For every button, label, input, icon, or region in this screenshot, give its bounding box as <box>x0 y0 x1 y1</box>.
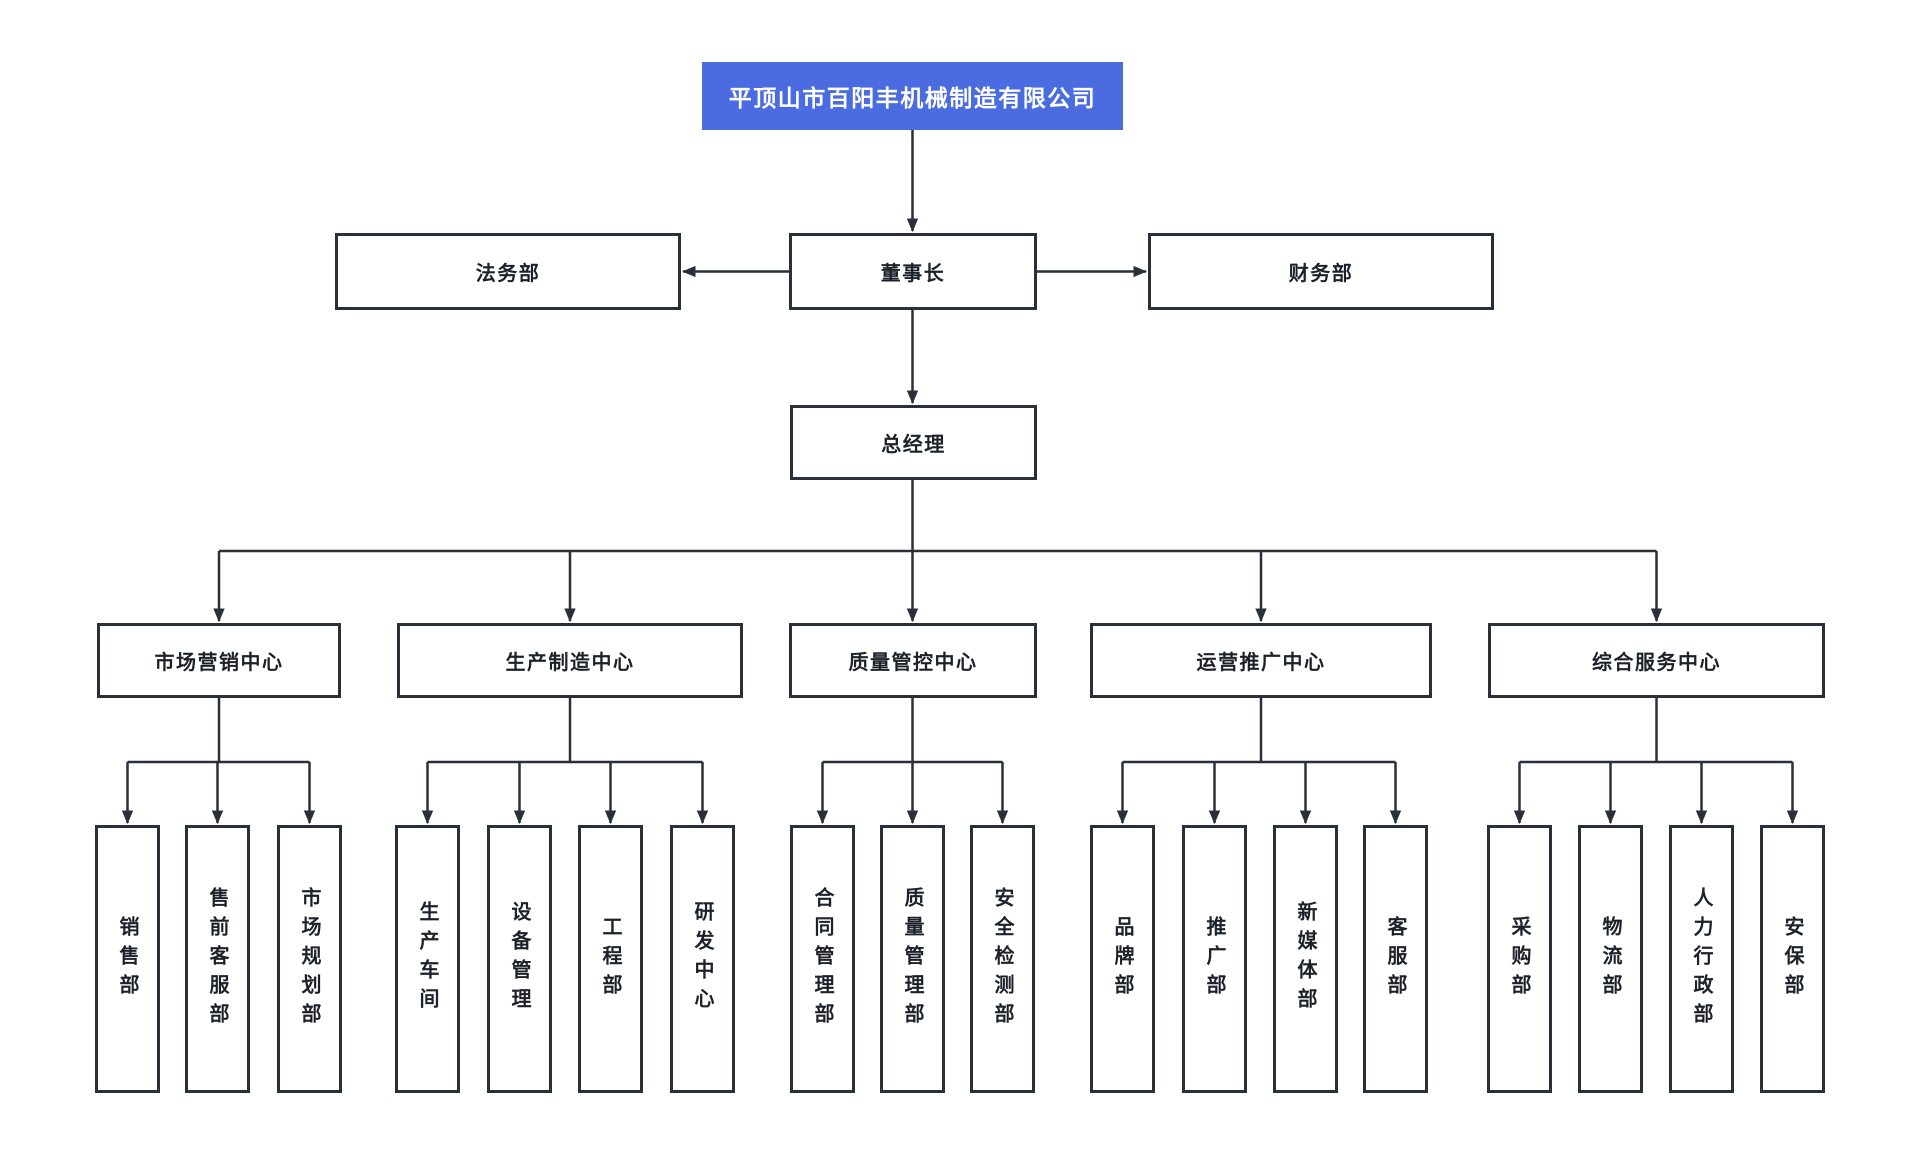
org-node-company-root[interactable]: 平顶山市百阳丰机械制造有限公司 <box>702 62 1123 130</box>
org-node-logistics-dept[interactable]: 物流部 <box>1578 825 1643 1093</box>
org-node-legal-dept[interactable]: 法务部 <box>335 233 681 310</box>
org-node-production-workshop[interactable]: 生产车间 <box>395 825 460 1093</box>
org-node-finance-dept[interactable]: 财务部 <box>1148 233 1494 310</box>
org-node-customer-service-dept[interactable]: 客服部 <box>1363 825 1428 1093</box>
org-node-quality-center[interactable]: 质量管控中心 <box>789 623 1037 698</box>
org-node-promotion-dept[interactable]: 推广部 <box>1182 825 1247 1093</box>
org-node-presales-service-dept[interactable]: 售前客服部 <box>185 825 250 1093</box>
org-node-production-center[interactable]: 生产制造中心 <box>397 623 743 698</box>
org-node-security-dept[interactable]: 安保部 <box>1760 825 1825 1093</box>
org-node-new-media-dept[interactable]: 新媒体部 <box>1273 825 1338 1093</box>
org-node-procurement-dept[interactable]: 采购部 <box>1487 825 1552 1093</box>
org-node-chairman[interactable]: 董事长 <box>789 233 1037 310</box>
org-node-marketing-center[interactable]: 市场营销中心 <box>97 623 341 698</box>
org-node-sales-dept[interactable]: 销售部 <box>95 825 160 1093</box>
org-node-quality-management-dept[interactable]: 质量管理部 <box>880 825 945 1093</box>
org-node-contract-management-dept[interactable]: 合同管理部 <box>790 825 855 1093</box>
org-node-market-planning-dept[interactable]: 市场规划部 <box>277 825 342 1093</box>
org-node-services-center[interactable]: 综合服务中心 <box>1488 623 1825 698</box>
org-node-operations-center[interactable]: 运营推广中心 <box>1090 623 1432 698</box>
org-node-engineering-dept[interactable]: 工程部 <box>578 825 643 1093</box>
org-node-general-manager[interactable]: 总经理 <box>790 405 1037 480</box>
org-node-brand-dept[interactable]: 品牌部 <box>1090 825 1155 1093</box>
org-node-hr-admin-dept[interactable]: 人力行政部 <box>1669 825 1734 1093</box>
org-node-equipment-management[interactable]: 设备管理 <box>487 825 552 1093</box>
org-node-safety-inspection-dept[interactable]: 安全检测部 <box>970 825 1035 1093</box>
org-node-rd-center[interactable]: 研发中心 <box>670 825 735 1093</box>
